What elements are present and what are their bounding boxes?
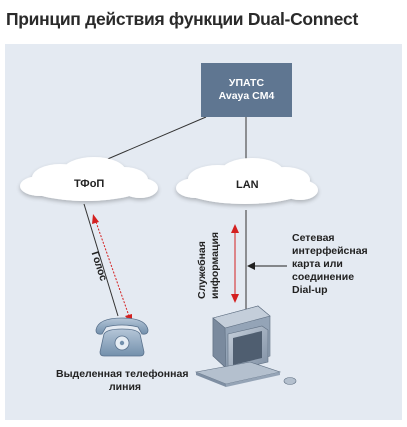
lan-cloud xyxy=(176,158,318,204)
service-info-arrow xyxy=(231,224,239,303)
pbx-node: УПАТС Avaya CM4 xyxy=(201,63,292,117)
service-info-label-line1: Служебная xyxy=(196,241,208,299)
pbx-label-line2: Avaya CM4 xyxy=(218,90,275,102)
nic-label-line4: соединение xyxy=(292,271,355,283)
nic-label-line5: Dial-up xyxy=(292,284,328,296)
page-title: Принцип действия функции Dual-Connect xyxy=(6,9,358,29)
nic-label-line1: Сетевая xyxy=(292,232,335,244)
leased-line-label-line1: Выделенная телефонная xyxy=(56,368,189,380)
service-info-label-line2: информация xyxy=(209,231,221,299)
nic-label-line3: карта или xyxy=(292,258,343,270)
nic-label-line2: интерфейсная xyxy=(292,245,368,257)
pstn-cloud xyxy=(20,157,158,201)
pbx-label-line1: УПАТС xyxy=(228,77,265,89)
pstn-phone-link xyxy=(83,203,119,317)
nic-pointer-arrow xyxy=(247,262,287,270)
leased-line-label-line2: линия xyxy=(109,381,142,393)
desktop-computer-icon xyxy=(194,305,297,387)
lan-label: LAN xyxy=(236,179,259,191)
pstn-label: ТФоП xyxy=(74,178,105,190)
pstn-pbx-link xyxy=(95,116,207,165)
telephone-icon xyxy=(95,317,149,357)
